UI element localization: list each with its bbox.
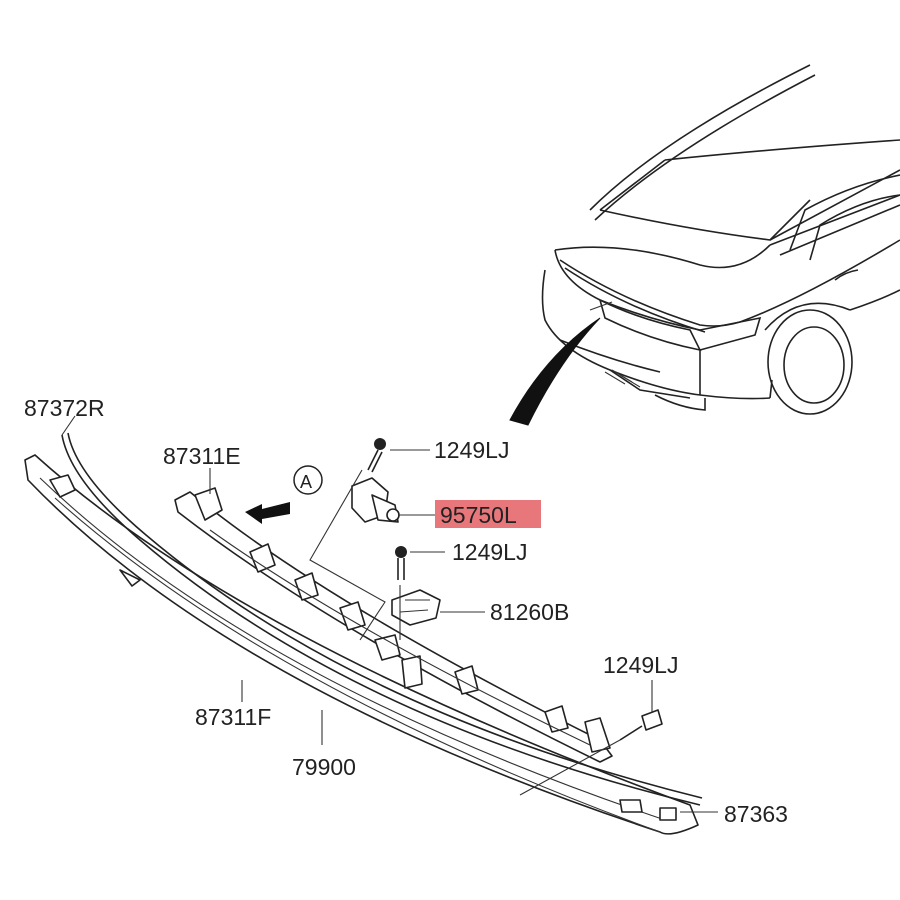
- leader-lines: [61, 415, 718, 813]
- label-87311F: 87311F: [195, 704, 271, 730]
- label-1249LJ-top: 1249LJ: [434, 437, 509, 463]
- camera-95750L: [351, 477, 400, 523]
- label-87372R: 87372R: [24, 395, 105, 421]
- highlight-95750L: [435, 500, 541, 528]
- bumper-beam-87311F: [24, 454, 699, 835]
- bracket-87311E: [174, 487, 613, 763]
- bolt-1249LJ-top: [367, 438, 386, 473]
- bolt-1249LJ-right: [619, 709, 663, 741]
- circled-letter-icon: [293, 465, 323, 495]
- bracket-81260B: [391, 589, 441, 626]
- label-81260B: 81260B: [490, 599, 569, 625]
- bolt-1249LJ-mid: [395, 546, 407, 580]
- label-1249LJ-right: 1249LJ: [603, 652, 678, 678]
- molding-strip-87372R: [61, 432, 703, 806]
- label-section-A: A: [300, 472, 312, 492]
- label-95750L: 95750L: [440, 502, 517, 528]
- label-87363: 87363: [724, 801, 788, 827]
- label-79900: 79900: [292, 754, 356, 780]
- label-87311E: 87311E: [163, 443, 241, 469]
- car-rear-illustration: [541, 64, 900, 415]
- arrow-left-icon: [245, 502, 290, 524]
- location-pointer: [509, 317, 601, 426]
- label-1249LJ-mid: 1249LJ: [452, 539, 527, 565]
